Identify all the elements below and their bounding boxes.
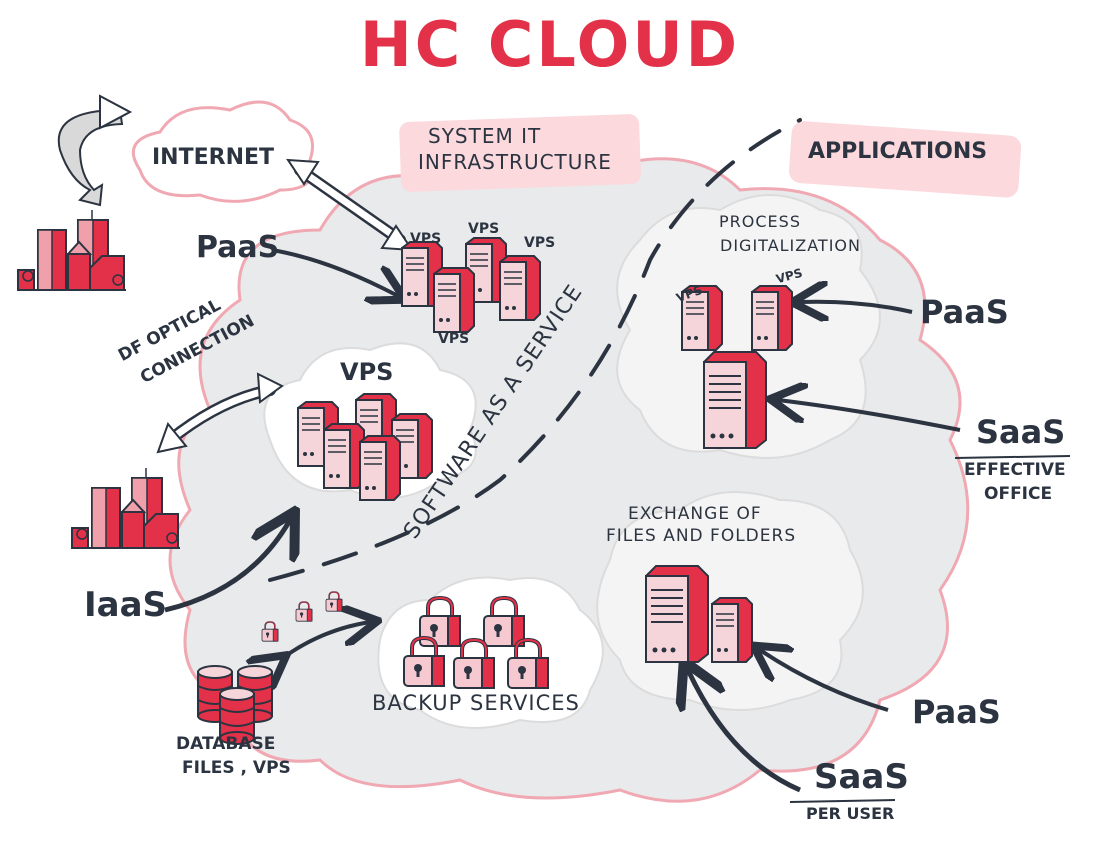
effective-office-line2: OFFICE <box>984 484 1053 504</box>
system-it-label-line1: SYSTEM IT <box>428 124 542 148</box>
paas-right-label: PaaS <box>920 293 1009 331</box>
curved-arrow-icon <box>57 108 124 207</box>
vps-center-label: VPS <box>340 358 394 386</box>
process-label-line1: PROCESS <box>719 212 801 231</box>
paas-bottom-arrow <box>760 650 889 712</box>
database-label-line2: FILES , VPS <box>182 758 291 778</box>
process-label-line2: DIGITALIZATION <box>720 236 861 255</box>
paas-top-left-label: PaaS <box>196 230 280 265</box>
database-label-line1: DATABASE <box>176 734 276 754</box>
exchange-label-line2: FILES AND FOLDERS <box>606 526 797 546</box>
double-arrow-icon <box>286 158 414 252</box>
vps-label: VPS <box>524 235 556 251</box>
vps-label: VPS <box>468 221 500 237</box>
applications-label: APPLICATIONS <box>808 139 988 164</box>
internet-cloud-icon <box>131 100 314 203</box>
effective-office-line1: EFFECTIVE <box>964 460 1066 480</box>
per-user-label: PER USER <box>806 804 895 823</box>
paas-right-arrow <box>800 302 913 312</box>
paas-arrow <box>271 248 398 296</box>
applications-highlight <box>788 121 1022 198</box>
df-double-arrow-icon <box>156 372 284 454</box>
backup-services-label: BACKUP SERVICES <box>372 691 580 715</box>
iaas-arrow <box>164 520 290 613</box>
paas-bottom-label: PaaS <box>912 693 1001 731</box>
page-title: HC CLOUD <box>359 8 741 81</box>
vps-label: VPS <box>410 231 442 247</box>
saas-bottom-label: SaaS <box>814 757 909 797</box>
saas-right-label: SaaS <box>976 413 1066 451</box>
internet-label: INTERNET <box>152 145 275 170</box>
backup-link-arrow <box>280 622 370 660</box>
saas-divider-line <box>268 118 802 582</box>
saas-right-arrow <box>778 400 961 432</box>
system-it-highlight <box>399 114 641 192</box>
vps-label: VPS <box>438 331 470 347</box>
system-it-label-line2: INFRASTRUCTURE <box>418 150 612 174</box>
iaas-label: IaaS <box>84 585 168 625</box>
exchange-label-line1: EXCHANGE OF <box>628 504 762 524</box>
saas-bottom-arrow <box>688 670 801 793</box>
